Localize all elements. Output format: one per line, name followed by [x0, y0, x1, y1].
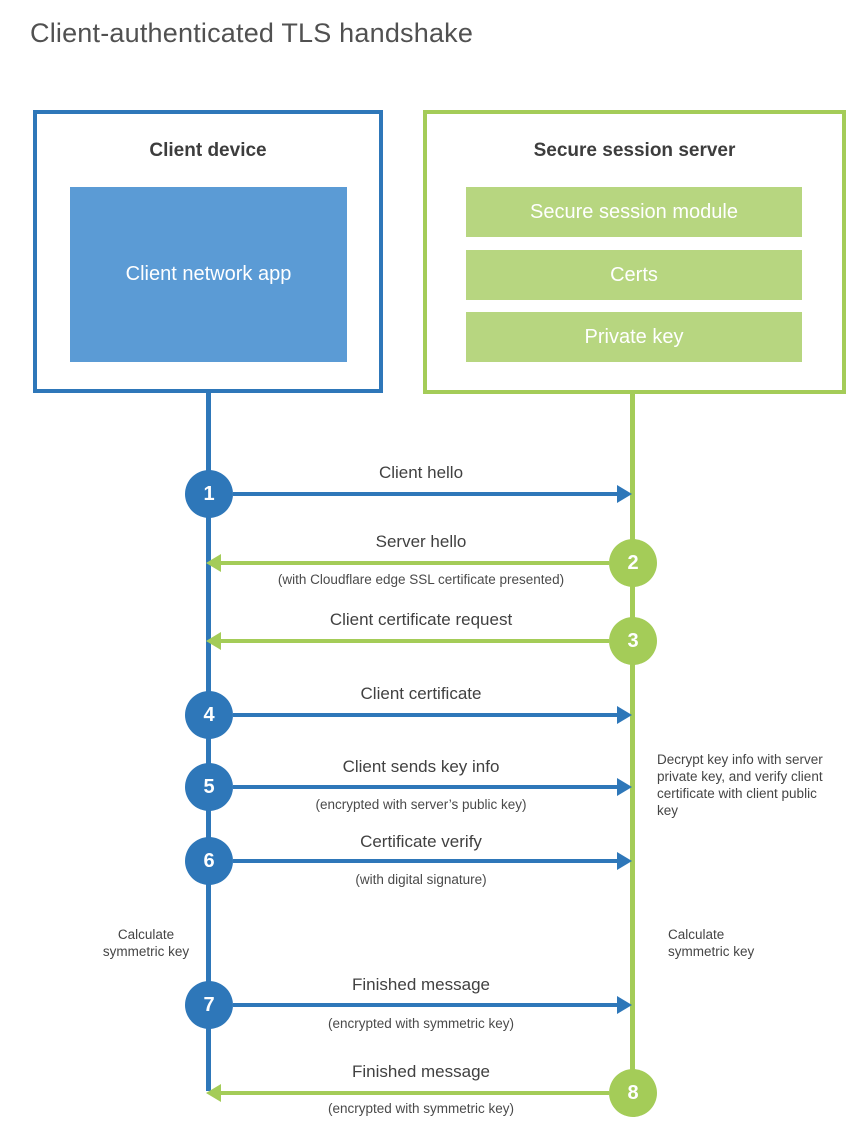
server-decrypt-note: Decrypt key info with server private key… [657, 752, 823, 819]
step-3-label: Client certificate request [329, 610, 513, 629]
step-5-arrowhead-icon [617, 778, 632, 796]
step-6-arrowhead-icon [617, 852, 632, 870]
step-7-label: Finished message [352, 975, 490, 994]
step-7-sublabel: (encrypted with symmetric key) [327, 1016, 515, 1031]
server-module-secure-session: Secure session module [466, 187, 802, 237]
step-3-arrow [221, 639, 609, 643]
step-2-arrowhead-icon [206, 554, 221, 572]
step-8-sublabel: (encrypted with symmetric key) [327, 1101, 515, 1116]
step-7-arrow [233, 1003, 618, 1007]
step-6-circle: 6 [185, 837, 233, 885]
step-4-arrow [233, 713, 618, 717]
step-8-arrowhead-icon [206, 1084, 221, 1102]
step-7-arrowhead-icon [617, 996, 632, 1014]
server-module-certs: Certs [466, 250, 802, 300]
step-8-arrow [221, 1091, 609, 1095]
step-6-label: Certificate verify [360, 832, 482, 851]
step-2-label: Server hello [375, 532, 467, 551]
step-8-circle: 8 [609, 1069, 657, 1117]
step-5-arrow [233, 785, 618, 789]
step-2-sublabel: (with Cloudflare edge SSL certificate pr… [277, 572, 565, 587]
step-6-arrow [233, 859, 618, 863]
secure-session-server-title: Secure session server [533, 140, 736, 161]
step-4-label: Client certificate [360, 684, 482, 703]
step-1-circle: 1 [185, 470, 233, 518]
step-2-arrow [221, 561, 609, 565]
step-2-circle: 2 [609, 539, 657, 587]
step-3-arrowhead-icon [206, 632, 221, 650]
step-6-sublabel: (with digital signature) [355, 872, 487, 887]
step-3-circle: 3 [609, 617, 657, 665]
step-5-label: Client sends key info [342, 757, 500, 776]
page-title: Client-authenticated TLS handshake [30, 18, 474, 48]
step-5-circle: 5 [185, 763, 233, 811]
client-lifeline [206, 393, 211, 1091]
server-module-private-key: Private key [466, 312, 802, 362]
step-4-arrowhead-icon [617, 706, 632, 724]
server-calculate-note: Calculate symmetric key [668, 927, 755, 960]
client-device-title: Client device [149, 140, 267, 161]
step-4-circle: 4 [185, 691, 233, 739]
step-5-sublabel: (encrypted with server’s public key) [315, 797, 527, 812]
step-1-arrow [233, 492, 618, 496]
step-8-label: Finished message [352, 1062, 490, 1081]
step-1-arrowhead-icon [617, 485, 632, 503]
client-network-app-box: Client network app [70, 187, 347, 362]
step-1-label: Client hello [378, 463, 464, 482]
client-calculate-note: Calculate symmetric key [102, 927, 190, 960]
step-7-circle: 7 [185, 981, 233, 1029]
server-lifeline [630, 394, 635, 1093]
